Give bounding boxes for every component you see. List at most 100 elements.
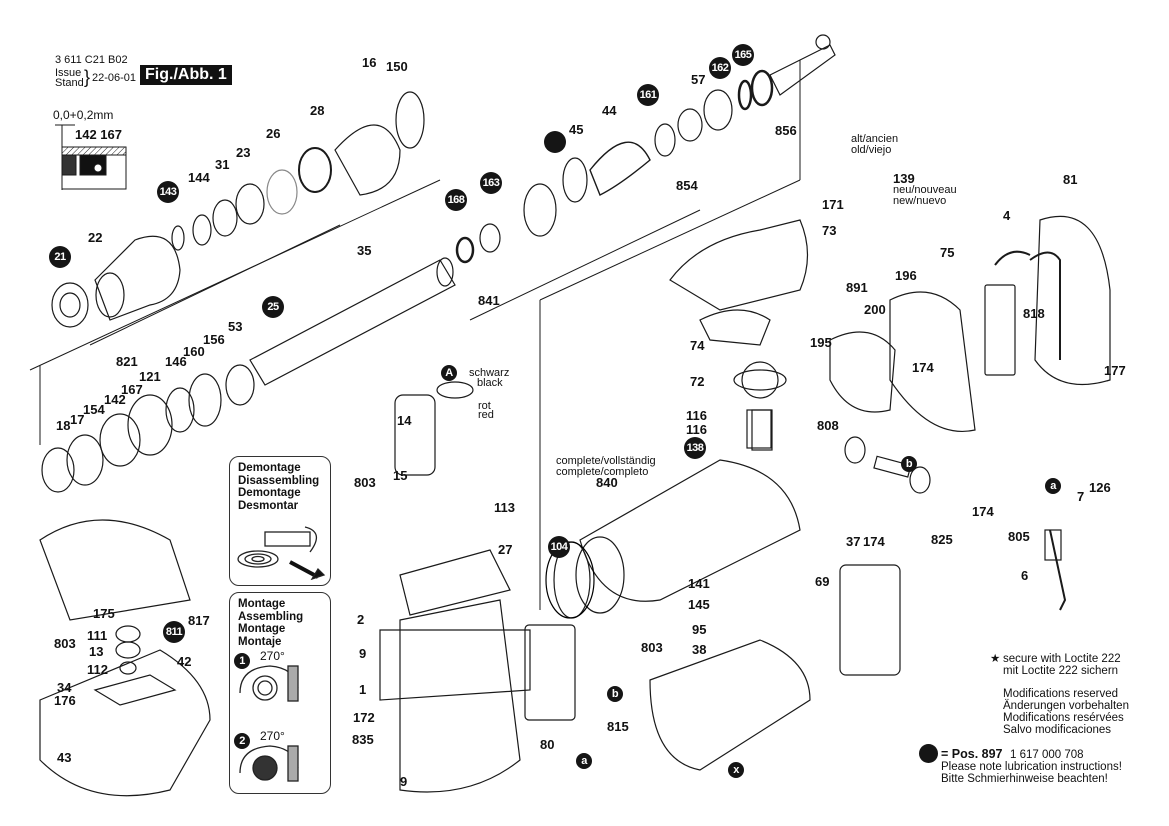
part-label: 14 — [397, 413, 412, 428]
assembling-title: Montage Assembling Montage Montaje — [238, 598, 304, 648]
part-label: 171 — [822, 197, 844, 212]
assembling-panel: Montage Assembling Montage Montaje 1 270… — [229, 592, 331, 794]
part-label: 112 — [87, 662, 108, 677]
part-label: 172 — [353, 710, 375, 725]
part-label: 28 — [310, 103, 325, 118]
part-label: 195 — [810, 335, 832, 350]
marker-b: b — [607, 686, 623, 702]
part-label: 2 — [357, 612, 365, 627]
part-label: 841 — [478, 293, 500, 308]
part-label: 142 — [104, 392, 126, 407]
part-label: 18 — [56, 418, 71, 433]
mods-note-en: Modifications reserved — [1003, 688, 1119, 700]
part-label: 73 — [822, 223, 837, 238]
callout-dot: 168 — [445, 189, 467, 211]
stand-label: Stand — [55, 77, 84, 89]
mods-note-es: Salvo modificaciones — [1003, 724, 1112, 736]
wire-red-de: rot — [478, 400, 491, 412]
callout-dot: 143 — [157, 181, 179, 203]
loctite-star-icon: ★ — [990, 653, 1001, 665]
wire-black-de: schwarz — [469, 367, 510, 379]
part-label: 1 — [359, 682, 367, 697]
part-label: 38 — [692, 642, 707, 657]
part-number: 3 611 C21 B02 — [55, 54, 128, 66]
part-label: 9 — [400, 774, 408, 789]
disassembling-panel: Demontage Disassembling Demontage Desmon… — [229, 456, 331, 586]
part-label: 818 — [1023, 306, 1045, 321]
part-label: 856 — [775, 123, 797, 138]
part-label: 111 — [87, 628, 108, 643]
part-label: 113 — [494, 500, 515, 515]
part-label: 821 — [116, 354, 138, 369]
part-label: 145 — [688, 597, 710, 612]
part-label: 176 — [54, 693, 76, 708]
wire-red-en: red — [478, 409, 494, 421]
lubrication-part-number: 1 617 000 708 — [1010, 749, 1084, 761]
step-1-badge: 1 — [234, 653, 250, 669]
part-label: 44 — [602, 103, 617, 118]
callout-dot: 811 — [163, 621, 185, 643]
new-note-1: neu/nouveau — [893, 184, 957, 196]
part-label: 35 — [357, 243, 372, 258]
part-label: 17 — [70, 412, 85, 427]
seal-cross-section — [55, 124, 127, 190]
part-label: 53 — [228, 319, 243, 334]
part-label: 4 — [1003, 208, 1011, 223]
part-label: 26 — [266, 126, 281, 141]
part-label: 817 — [188, 613, 210, 628]
marker-a: a — [576, 753, 592, 769]
part-label: 6 — [1021, 568, 1029, 583]
part-label: 160 — [183, 344, 205, 359]
part-label: 22 — [88, 230, 103, 245]
part-label: 154 — [83, 402, 105, 417]
part-label: 200 — [864, 302, 886, 317]
brush-removal-illustration — [237, 526, 326, 581]
part-label: 57 — [691, 72, 706, 87]
chuck-sleeve-22 — [51, 235, 181, 328]
part-label: 150 — [386, 59, 408, 74]
marker-b: b — [901, 456, 917, 472]
complete-note-1: complete/vollständig — [556, 455, 656, 467]
lubrication-legend-dot — [919, 744, 938, 763]
part-label: 174 — [972, 504, 994, 519]
part-label: 175 — [93, 606, 115, 621]
part-label: 139 — [893, 171, 915, 186]
part-label: 23 — [236, 145, 251, 160]
tolerance-label: 0,0+0,2mm — [53, 108, 114, 122]
spindle-35 — [249, 257, 456, 386]
old-note-1: alt/ancien — [851, 133, 899, 145]
part-label: 121 — [139, 369, 161, 384]
ring-143 — [171, 225, 185, 251]
lubrication-note-de: Bitte Schmierhinweise beachten! — [941, 773, 1108, 785]
callout-dot: 165 — [732, 44, 754, 66]
loctite-note-en: secure with Loctite 222 — [1003, 653, 1121, 665]
part-label: 116 — [686, 422, 707, 437]
part-label: 45 — [569, 122, 584, 137]
lubrication-dot — [544, 131, 566, 153]
part-label: 81 — [1063, 172, 1078, 187]
part-label: 803 — [641, 640, 663, 655]
inset-part-labels: 142 167 — [75, 127, 122, 142]
issue-date: 22-06-01 — [92, 72, 137, 84]
complete-note-2: complete/completo — [556, 466, 649, 478]
part-label: 196 — [895, 268, 917, 283]
part-label: 31 — [215, 157, 230, 172]
part-label: 9 — [359, 646, 367, 661]
old-note-2: old/viejo — [851, 144, 892, 156]
spring-winding-illustration — [239, 665, 299, 782]
mods-note-fr: Modifications resérvées — [1003, 712, 1124, 724]
part-label: 174 — [912, 360, 934, 375]
part-label: 803 — [54, 636, 76, 651]
part-label: 156 — [203, 332, 225, 347]
part-label: 43 — [57, 750, 72, 765]
lubrication-note-en: Please note lubrication instructions! — [941, 761, 1122, 773]
callout-dot: 104 — [548, 536, 570, 558]
step-2-badge: 2 — [234, 733, 250, 749]
part-label: 177 — [1104, 363, 1126, 378]
part-label: 805 — [1008, 529, 1030, 544]
callout-dot: 161 — [637, 84, 659, 106]
part-label: 80 — [540, 737, 555, 752]
part-label: 42 — [177, 654, 192, 669]
part-label: 808 — [817, 418, 839, 433]
